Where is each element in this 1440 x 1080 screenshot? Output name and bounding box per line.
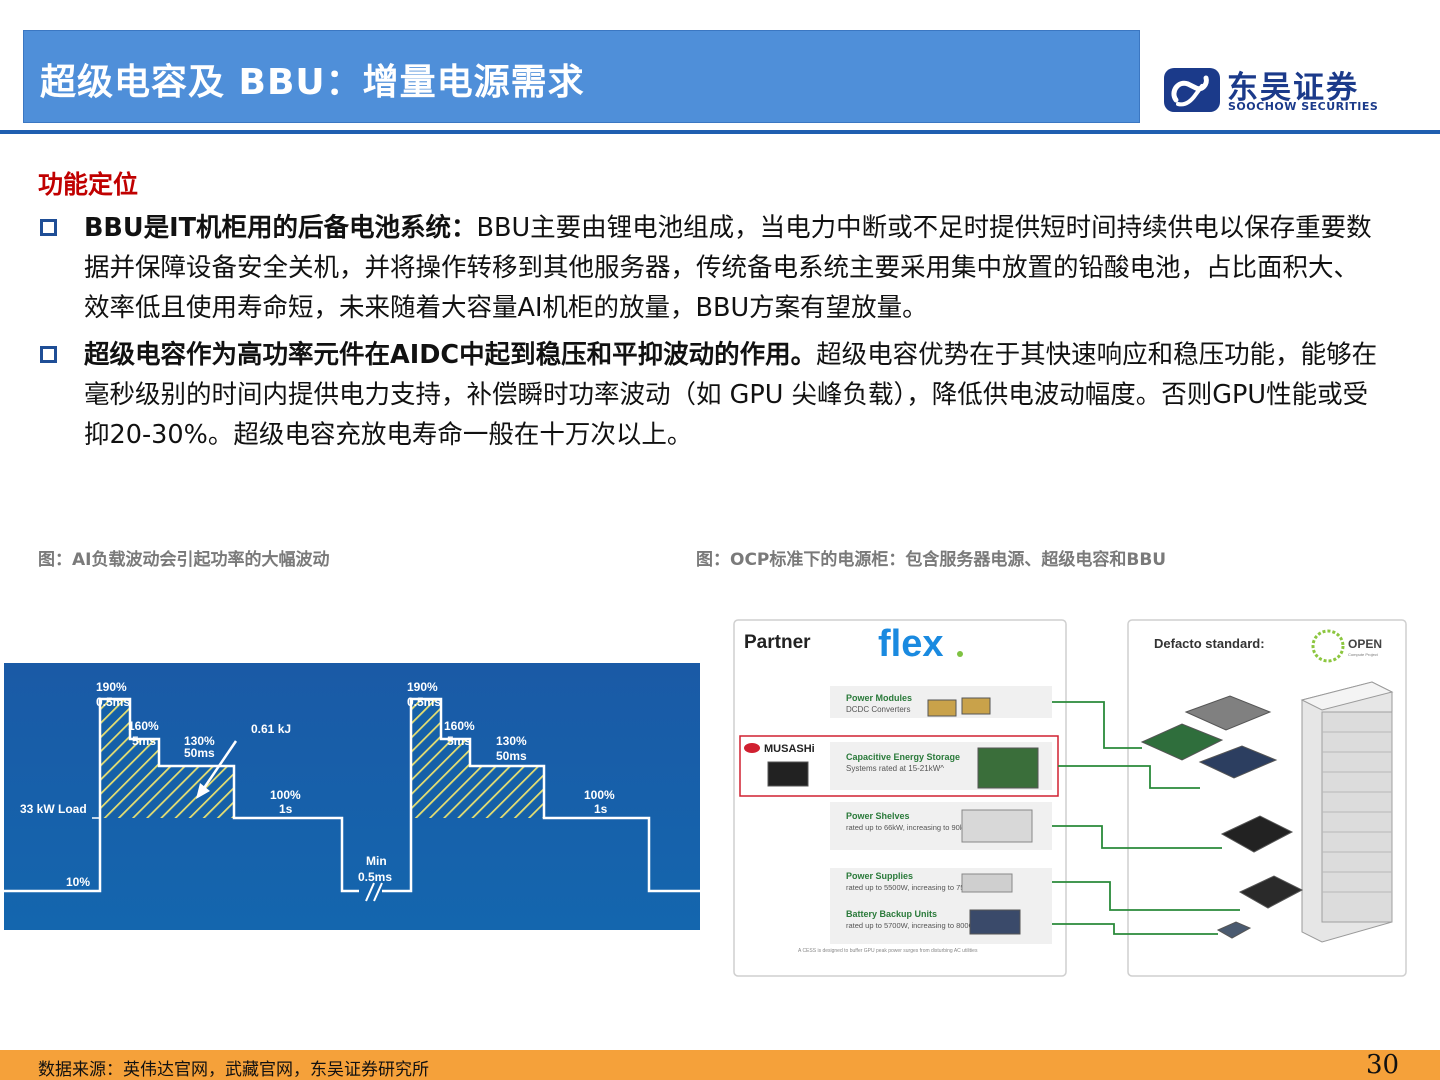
- power-supply-image: [961, 873, 1013, 893]
- bullet-bbu: BBU是IT机柜用的后备电池系统：BBU主要由锂电池组成，当电力中断或不足时提供…: [40, 208, 1380, 333]
- connector-line: [1052, 701, 1142, 749]
- power-modules-sub: DCDC Converters: [846, 705, 910, 714]
- bullet-body: 超级电容优势在于其快速响应和稳压功能，能够在毫秒级别的时间内提供电力支持，补偿瞬…: [84, 340, 1378, 450]
- base-label: 10%: [66, 875, 90, 889]
- rack-component-shelf: [1220, 815, 1294, 853]
- caption-right: 图：OCP标准下的电源柜：包含服务器电源、超级电容和BBU: [696, 550, 1167, 570]
- rack-component-board: [1140, 723, 1224, 761]
- bullet-square-icon: [40, 346, 57, 363]
- connector-line: [1052, 825, 1222, 849]
- energy-arrow: [200, 740, 238, 792]
- bbu-sub: rated up to 5700W, increasing to 8000W: [846, 921, 981, 930]
- power-module-image: [927, 699, 957, 717]
- axis-break-mark: [373, 882, 383, 902]
- connector-line: [1052, 881, 1240, 911]
- load-label: 33 kW Load: [20, 802, 87, 816]
- axis-break-mark: [365, 882, 375, 902]
- step-100-time: 1s: [279, 802, 293, 816]
- footer-bar: 数据来源：英伟达官网，武藏官网，东吴证券研究所: [0, 1050, 1440, 1080]
- ocp-sub-label: Compute Project: [1348, 652, 1379, 657]
- caption-left: 图：AI负载波动会引起功率的大幅波动: [38, 550, 330, 570]
- step-160-pct: 160%: [128, 719, 159, 733]
- power-module-image: [961, 697, 991, 715]
- power-supplies-title: Power Supplies: [846, 871, 913, 881]
- page-number: 30: [1366, 1050, 1400, 1080]
- flex-logo-dot: [957, 651, 963, 657]
- page-title: 超级电容及 BBU：增量电源需求: [40, 62, 585, 103]
- capacitor-board-image: [977, 747, 1039, 789]
- power-supplies-sub: rated up to 5500W, increasing to 7500W+: [846, 883, 985, 892]
- step-190-time: 0.5ms: [96, 695, 130, 709]
- step-100-pct: 100%: [270, 788, 301, 802]
- step-160-time: 5ms: [132, 734, 156, 748]
- rack-component-bbu: [1216, 921, 1252, 939]
- power-shelf-image: [961, 809, 1033, 843]
- energy-area-2: [411, 699, 544, 818]
- power-modules-title: Power Modules: [846, 693, 912, 703]
- logo-english-name: SOOCHOW SECURITIES: [1228, 100, 1379, 113]
- rack-component-psu: [1238, 875, 1304, 909]
- ocp-power-rack-figure: Partner flex Power Modules DCDC Converte…: [730, 612, 1414, 980]
- bbu-title: Battery Backup Units: [846, 909, 937, 919]
- capacitive-storage-title: Capacitive Energy Storage: [846, 752, 960, 762]
- musashi-logo-icon: [744, 743, 760, 753]
- step-130-time: 50ms: [184, 746, 215, 760]
- step-130-pct: 130%: [184, 734, 215, 748]
- bullet-square-icon: [40, 219, 57, 236]
- step-160-time-2: 5ms: [447, 734, 471, 748]
- step-190-time-2: 0.5ms: [407, 695, 441, 709]
- power-profile-line: [4, 697, 359, 893]
- ocp-open-label: OPEN: [1348, 637, 1382, 651]
- min-time: 0.5ms: [358, 870, 392, 884]
- bullet-bold-lead: 超级电容作为高功率元件在AIDC中起到稳压和平抑波动的作用。: [84, 340, 817, 370]
- soochow-logo-icon: [1164, 68, 1220, 112]
- step-190-pct: 190%: [96, 680, 127, 694]
- rack-component-module: [1184, 695, 1272, 731]
- capacitive-storage-sub: Systems rated at 15-21kW^: [846, 764, 944, 773]
- ocp-logo-icon: [1311, 629, 1345, 663]
- data-source: 数据来源：英伟达官网，武藏官网，东吴证券研究所: [38, 1060, 429, 1080]
- min-label: Min: [366, 854, 387, 868]
- header-divider: [0, 130, 1440, 134]
- partner-label: Partner: [744, 632, 811, 653]
- power-profile-line-2: [382, 697, 700, 893]
- bullet-body: BBU主要由锂电池组成，当电力中断或不足时提供短时间持续供电以保存重要数据并保障…: [84, 213, 1372, 323]
- step-100-pct-2: 100%: [584, 788, 615, 802]
- bullet-text: BBU是IT机柜用的后备电池系统：BBU主要由锂电池组成，当电力中断或不足时提供…: [84, 208, 1380, 328]
- step-160-pct-2: 160%: [444, 719, 475, 733]
- step-100-time-2: 1s: [594, 802, 608, 816]
- musashi-label: MUSASHi: [764, 743, 815, 755]
- title-bar: 超级电容及 BBU：增量电源需求: [23, 30, 1140, 123]
- bullet-bold-lead: BBU是IT机柜用的后备电池系统：: [84, 213, 477, 243]
- rack-component-tray: [1198, 745, 1278, 779]
- logo-chinese-name: 东吴证券: [1227, 70, 1359, 106]
- power-fluctuation-chart: 33 kW Load 10% 0.61 kJ 190% 0.5ms 160% 5…: [4, 663, 700, 930]
- figure-footnote: A CESS is designed to buffer GPU peak po…: [798, 948, 978, 954]
- connector-line: [1058, 765, 1200, 789]
- step-190-pct-2: 190%: [407, 680, 438, 694]
- defacto-label: Defacto standard:: [1154, 636, 1265, 651]
- power-shelves-sub: rated up to 66kW, increasing to 90kW+: [846, 823, 976, 832]
- flex-logo: flex: [878, 623, 943, 665]
- section-heading: 功能定位: [38, 170, 139, 199]
- energy-arrow-head: [196, 783, 210, 799]
- energy-label: 0.61 kJ: [251, 722, 291, 736]
- bullet-text: 超级电容作为高功率元件在AIDC中起到稳压和平抑波动的作用。超级电容优势在于其快…: [84, 335, 1380, 455]
- power-shelves-title: Power Shelves: [846, 811, 910, 821]
- connector-line: [1052, 923, 1218, 935]
- bullet-supercapacitor: 超级电容作为高功率元件在AIDC中起到稳压和平抑波动的作用。超级电容优势在于其快…: [40, 335, 1380, 460]
- musashi-module-image: [767, 761, 809, 787]
- step-130-time-2: 50ms: [496, 749, 527, 763]
- bbu-image: [969, 909, 1021, 935]
- company-logo: 东吴证券 SOOCHOW SECURITIES: [1160, 62, 1379, 118]
- step-130-pct-2: 130%: [496, 734, 527, 748]
